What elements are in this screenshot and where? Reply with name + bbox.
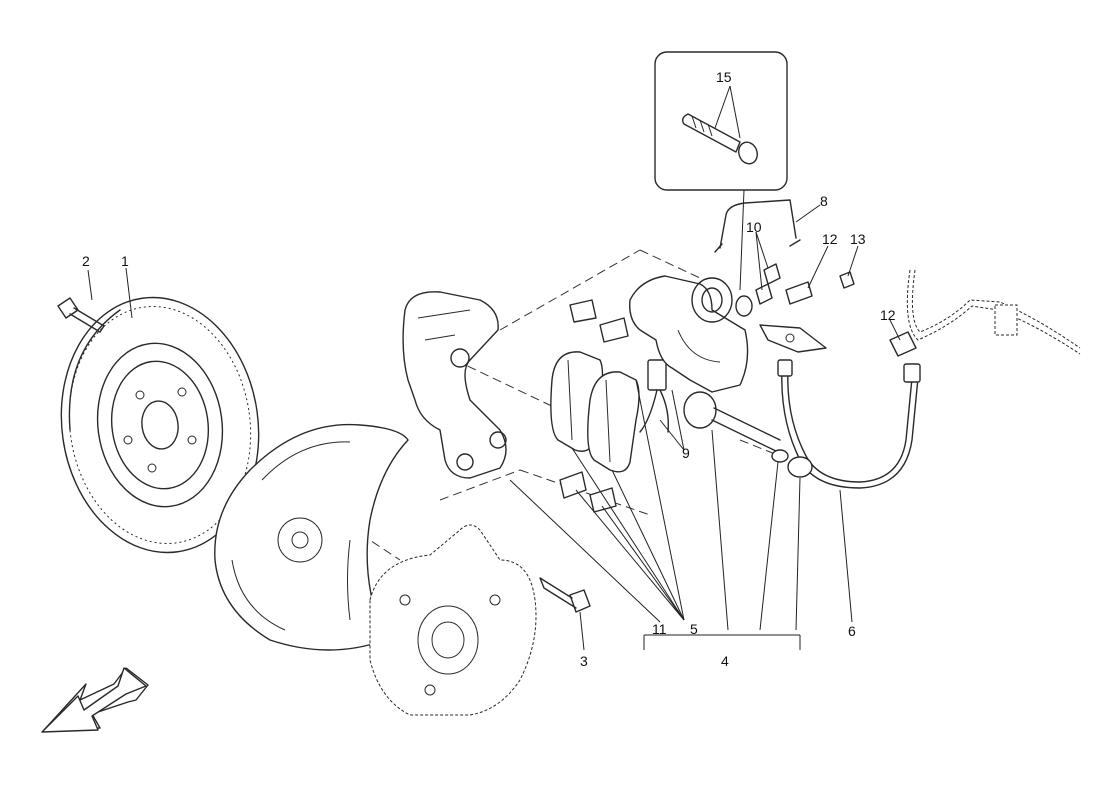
callout-15: 15	[716, 69, 732, 85]
callout-9: 9	[682, 445, 690, 461]
callout-13: 13	[850, 231, 866, 247]
front-direction-arrow-icon	[41, 667, 149, 733]
brake-disc	[60, 296, 260, 554]
brake-pads	[550, 351, 640, 473]
callout-12-upper: 12	[822, 231, 838, 247]
wheel-hub-knuckle	[369, 524, 537, 716]
leader-lines	[87, 204, 901, 651]
disc-bolt	[57, 297, 105, 333]
flexible-brake-hose	[777, 359, 921, 489]
pad-retaining-clips	[559, 299, 629, 513]
callout-11: 11	[652, 621, 667, 637]
callout-1: 1	[121, 253, 129, 269]
bracket-bolt	[539, 577, 591, 613]
chassis-brake-line	[889, 269, 1081, 357]
callout-8: 8	[820, 193, 828, 209]
caliper-carrier-bracket	[402, 291, 507, 479]
callout-3: 3	[580, 653, 588, 669]
brake-caliper	[629, 275, 753, 393]
callout-10: 10	[746, 219, 762, 235]
pad-wear-sensor	[639, 359, 670, 433]
callout-6: 6	[848, 623, 856, 639]
callout-12-right: 12	[880, 307, 896, 323]
callout-5: 5	[690, 621, 698, 637]
detail-inset-box	[654, 51, 788, 291]
hose-bracket-bolt	[839, 271, 855, 289]
callout-4: 4	[721, 653, 729, 669]
callout-2: 2	[82, 253, 90, 269]
callout-labels: 2 1 3 11 5 4 6 9 15 8 10 12 13 12	[82, 69, 896, 669]
caliper-slide-pin	[683, 391, 789, 463]
hose-bracket	[759, 281, 827, 353]
bleed-screws	[755, 263, 781, 305]
rigid-brake-pipe	[714, 199, 801, 253]
